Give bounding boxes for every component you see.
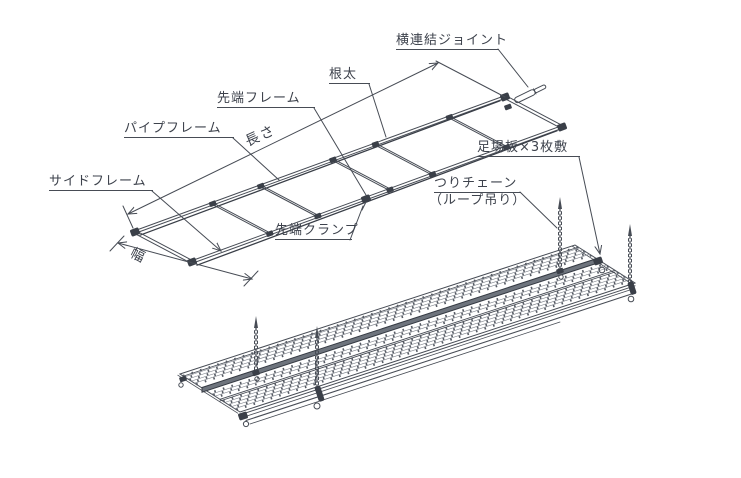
label-side-frame: サイドフレーム <box>49 174 153 191</box>
leader-side-frame <box>151 190 221 251</box>
label-tip-clamp: 先端クランプ <box>275 223 359 240</box>
leader-pipe-frame <box>232 137 280 181</box>
under-side-rail <box>178 292 634 428</box>
leader-tip-frame <box>313 107 367 196</box>
label-tip-frame: 先端フレーム <box>217 91 315 108</box>
perforation-dots <box>182 245 632 411</box>
leader-scaffold-board <box>578 156 600 254</box>
label-lateral-connection-joint: 横連結ジョイント <box>396 33 509 50</box>
suspended-platform-view <box>177 197 637 428</box>
hanging-chain-2 <box>313 326 325 410</box>
leader-lines <box>151 48 600 254</box>
dimension-width <box>109 235 259 287</box>
label-hanging-chain-sub: （ループ吊り） <box>429 193 527 208</box>
hanging-chain-4 <box>627 224 637 303</box>
hanging-chain-3 <box>555 197 565 280</box>
label-scaffold-boards: 足場板×3枚敷 <box>477 140 580 157</box>
middle-rail <box>201 255 606 393</box>
label-joist: 根太 <box>329 67 370 84</box>
lateral-joint-pipe <box>514 84 547 104</box>
leader-joist <box>368 83 387 138</box>
hanging-chain-1 <box>251 316 261 382</box>
label-pipe-frame: パイプフレーム <box>124 121 234 138</box>
leader-hanging-chain <box>519 191 558 229</box>
end-frame-right <box>503 95 564 129</box>
leader-tip-clamp <box>349 205 364 241</box>
dimension-length <box>122 60 506 229</box>
plank-seams <box>184 247 631 410</box>
leader-lateral-joint <box>497 48 529 88</box>
joint-clamp <box>503 102 513 112</box>
board-boundary <box>219 269 616 402</box>
label-hanging-chain: つりチェーン <box>434 176 521 193</box>
